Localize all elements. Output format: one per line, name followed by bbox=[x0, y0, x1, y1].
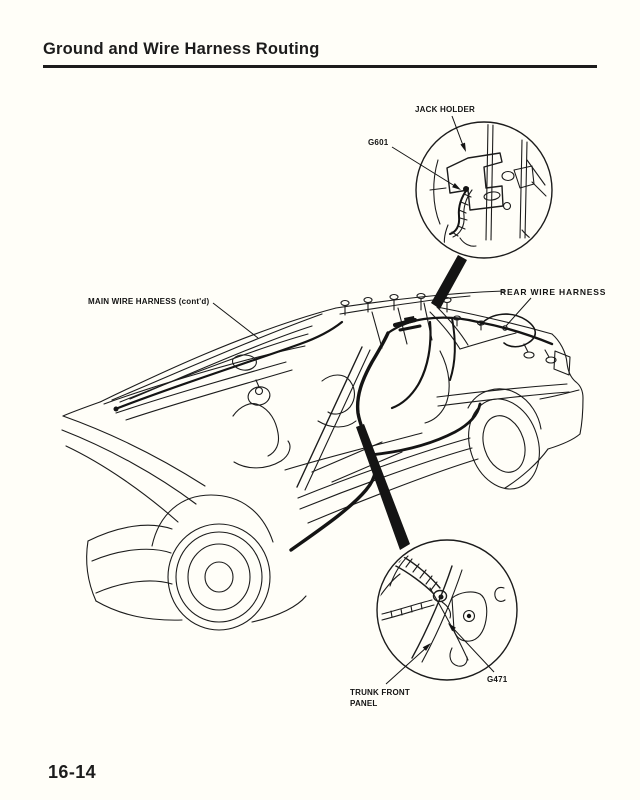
label-leaders bbox=[212, 115, 532, 685]
label-g471: G471 bbox=[487, 675, 508, 684]
label-rear-wire-harness: REAR WIRE HARNESS bbox=[500, 287, 606, 297]
label-trunk-front-panel-line2: PANEL bbox=[350, 699, 378, 708]
jack-holder-detail-circle bbox=[415, 121, 553, 259]
main-wire-harness-line bbox=[113, 292, 557, 552]
page-title: Ground and Wire Harness Routing bbox=[43, 40, 320, 58]
jack-holder-leader-wedge bbox=[431, 255, 467, 309]
trunk-detail-circle bbox=[376, 539, 518, 681]
label-jack-holder: JACK HOLDER bbox=[415, 105, 475, 114]
page-number: 16-14 bbox=[48, 762, 97, 782]
car-outline bbox=[61, 290, 584, 631]
label-trunk-front-panel-line1: TRUNK FRONT bbox=[350, 688, 410, 697]
label-g601: G601 bbox=[368, 138, 389, 147]
trunk-leader-wedge bbox=[356, 424, 410, 550]
label-main-wire-harness: MAIN WIRE HARNESS (cont'd) bbox=[88, 297, 209, 306]
title-rule bbox=[43, 65, 597, 68]
